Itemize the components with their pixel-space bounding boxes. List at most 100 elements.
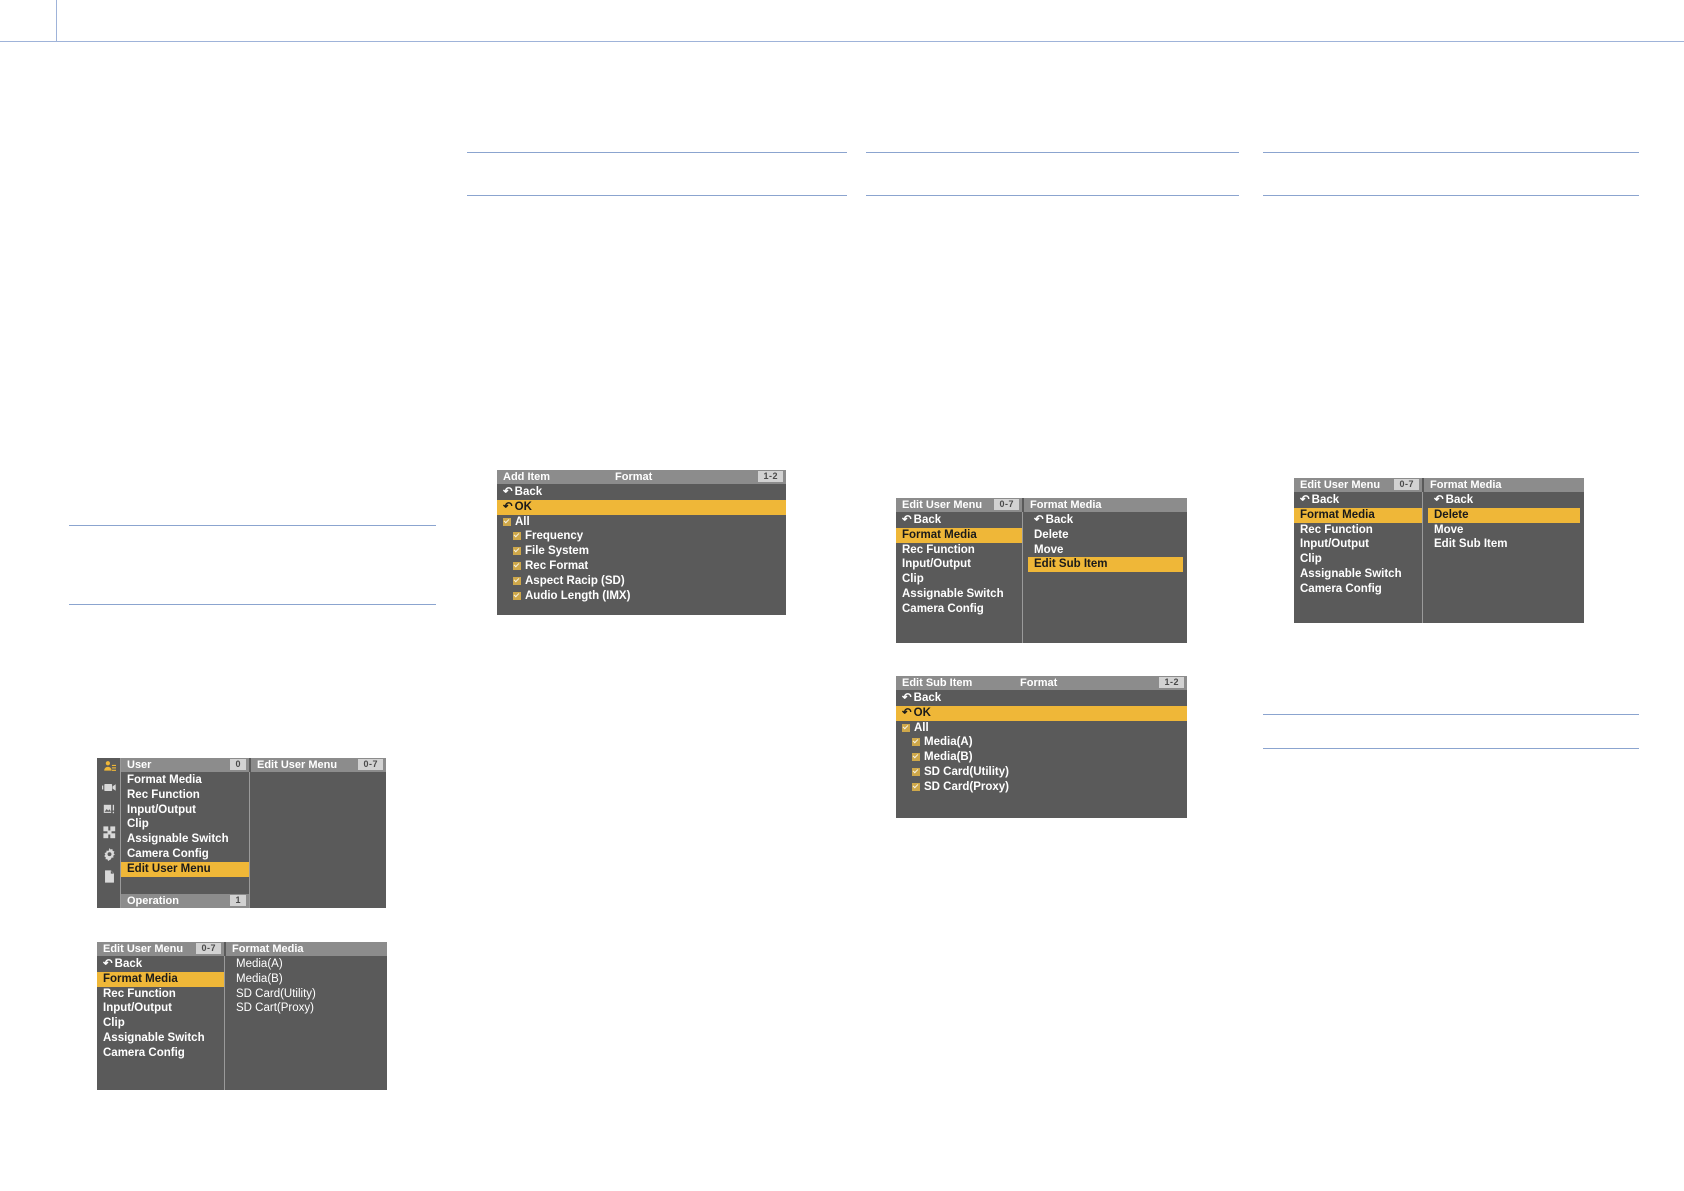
menu-item-format-media[interactable]: Format Media — [121, 773, 249, 788]
checkbox-checked-icon[interactable] — [912, 753, 920, 762]
menu-item-label: Format Media — [1300, 508, 1375, 521]
menu-item-sd-card-proxy[interactable]: SD Card(Proxy) — [896, 780, 1187, 795]
menu-item-label: Back — [514, 486, 543, 498]
menu-item-label: Clip — [127, 818, 149, 831]
camera-icon[interactable] — [100, 782, 118, 797]
menu-item-back[interactable]: ↶Back — [97, 957, 224, 972]
menu-item-media-a[interactable]: Media(A) — [230, 957, 383, 972]
checkbox-checked-icon[interactable] — [912, 782, 920, 791]
rule-col4-top-b — [1263, 195, 1639, 196]
menu-item-label: Clip — [1300, 553, 1322, 566]
gear-icon[interactable] — [100, 848, 118, 863]
checkbox-checked-icon[interactable] — [513, 591, 521, 600]
page-indicator: 0-7 — [196, 943, 221, 954]
checkbox-checked-icon[interactable] — [513, 561, 521, 570]
menu-item-all[interactable]: All — [497, 515, 786, 530]
checkbox-checked-icon[interactable] — [912, 738, 920, 747]
menu-item-frequency[interactable]: Frequency — [497, 529, 786, 544]
menu-item-assignable-switch[interactable]: Assignable Switch — [121, 832, 249, 847]
menu-item-label: Assignable Switch — [103, 1032, 205, 1044]
menu-item-rec-function[interactable]: Rec Function — [121, 788, 249, 803]
menu-item-format-media[interactable]: Format Media — [896, 527, 1022, 543]
checkbox-checked-icon[interactable] — [912, 767, 920, 776]
menu-item-back[interactable]: ↶Back — [896, 691, 1187, 706]
menu-item-edit-sub-item[interactable]: Edit Sub Item — [1428, 537, 1580, 552]
menu-item-media-b[interactable]: Media(B) — [230, 972, 383, 987]
menu-item-media-a[interactable]: Media(A) — [896, 735, 1187, 750]
back-arrow-icon: ↶ — [1034, 514, 1044, 526]
menu-item-all[interactable]: All — [896, 721, 1187, 736]
menu-item-back[interactable]: ↶Back — [1028, 513, 1183, 528]
menu-item-input-output[interactable]: Input/Output — [1294, 537, 1422, 552]
menu-item-label: Edit Sub Item — [1034, 558, 1108, 571]
menu-item-rec-format[interactable]: Rec Format — [497, 559, 786, 574]
menu-item-label: SD Card(Utility) — [924, 766, 1009, 778]
menu-item-label: Format Media — [103, 972, 178, 985]
menu-item-clip[interactable]: Clip — [1294, 552, 1422, 567]
menu-item-clip[interactable]: Clip — [896, 572, 1022, 587]
menu-item-move[interactable]: Move — [1028, 543, 1183, 558]
menu-item-back[interactable]: ↶Back — [896, 513, 1022, 528]
menu-item-file-system[interactable]: File System — [497, 544, 786, 559]
user-icon[interactable] — [100, 760, 118, 775]
checkbox-checked-icon[interactable] — [513, 576, 521, 585]
menu-item-move[interactable]: Move — [1428, 523, 1580, 538]
menu-item-rec-function[interactable]: Rec Function — [896, 543, 1022, 558]
menu-item-delete[interactable]: Delete — [1028, 528, 1183, 543]
menu-item-label: Back — [1445, 494, 1474, 506]
menu-item-back[interactable]: ↶Back — [1294, 493, 1422, 508]
menu-item-input-output[interactable]: Input/Output — [121, 803, 249, 818]
menu-item-media-b[interactable]: Media(B) — [896, 750, 1187, 765]
menu-item-ok[interactable]: ↶OK — [497, 499, 786, 515]
menu-item-ok[interactable]: ↶OK — [896, 705, 1187, 721]
menu-item-input-output[interactable]: Input/Output — [896, 557, 1022, 572]
menu-item-camera-config[interactable]: Camera Config — [97, 1046, 224, 1061]
media-icon[interactable] — [100, 826, 118, 841]
checkbox-checked-icon[interactable] — [902, 723, 910, 732]
menu-item-label: Move — [1434, 523, 1464, 536]
menu-item-edit-user-menu[interactable]: Edit User Menu — [121, 861, 249, 877]
menu-item-delete[interactable]: Delete — [1428, 507, 1580, 523]
menu-item-audio-length-imx[interactable]: Audio Length (IMX) — [497, 589, 786, 604]
page-indicator: 1 — [230, 895, 246, 906]
menu-item-label: Clip — [902, 573, 924, 586]
page-indicator: 0-7 — [994, 499, 1019, 510]
menu-item-rec-function[interactable]: Rec Function — [97, 987, 224, 1002]
menu-item-label: SD Card(Proxy) — [924, 780, 1009, 793]
checkbox-checked-icon[interactable] — [513, 547, 521, 556]
file-icon[interactable] — [100, 870, 118, 885]
menu-item-format-media[interactable]: Format Media — [97, 971, 224, 987]
column-divider — [1422, 492, 1423, 623]
menu-item-label: Format Media — [902, 528, 977, 541]
menu-item-back[interactable]: ↶Back — [1428, 493, 1580, 508]
menu-item-label: Assignable Switch — [902, 588, 1004, 600]
menu-item-clip[interactable]: Clip — [121, 817, 249, 832]
rule-col4-top-a — [1263, 152, 1639, 153]
menu-item-assignable-switch[interactable]: Assignable Switch — [1294, 567, 1422, 582]
menu-item-sd-card-utility[interactable]: SD Card(Utility) — [230, 987, 383, 1002]
menu-item-clip[interactable]: Clip — [97, 1016, 224, 1031]
panel-title: Edit User Menu — [257, 759, 338, 771]
checkbox-checked-icon[interactable] — [513, 532, 521, 541]
menu-item-rec-function[interactable]: Rec Function — [1294, 523, 1422, 538]
menu-item-label: Assignable Switch — [127, 833, 229, 846]
menu-item-camera-config[interactable]: Camera Config — [896, 602, 1022, 617]
panel-title: Add Item — [503, 471, 551, 483]
menu-item-format-media[interactable]: Format Media — [1294, 507, 1422, 523]
checkbox-checked-icon[interactable] — [503, 517, 511, 526]
paint-icon[interactable] — [100, 804, 118, 819]
menu-item-sd-card-utility[interactable]: SD Card(Utility) — [896, 765, 1187, 780]
menu-item-camera-config[interactable]: Camera Config — [121, 847, 249, 862]
menu-item-sd-cart-proxy[interactable]: SD Cart(Proxy) — [230, 1001, 383, 1016]
menu-item-assignable-switch[interactable]: Assignable Switch — [97, 1031, 224, 1046]
menu-item-input-output[interactable]: Input/Output — [97, 1001, 224, 1016]
menu-item-aspect-racip-sd[interactable]: Aspect Racip (SD) — [497, 574, 786, 589]
menu-item-back[interactable]: ↶Back — [497, 485, 786, 500]
panel-title: Format Media — [1030, 499, 1102, 511]
menu-item-camera-config[interactable]: Camera Config — [1294, 582, 1422, 597]
back-arrow-icon: ↶ — [902, 706, 912, 719]
menu-item-edit-sub-item[interactable]: Edit Sub Item — [1028, 557, 1183, 573]
menu-item-assignable-switch[interactable]: Assignable Switch — [896, 587, 1022, 602]
